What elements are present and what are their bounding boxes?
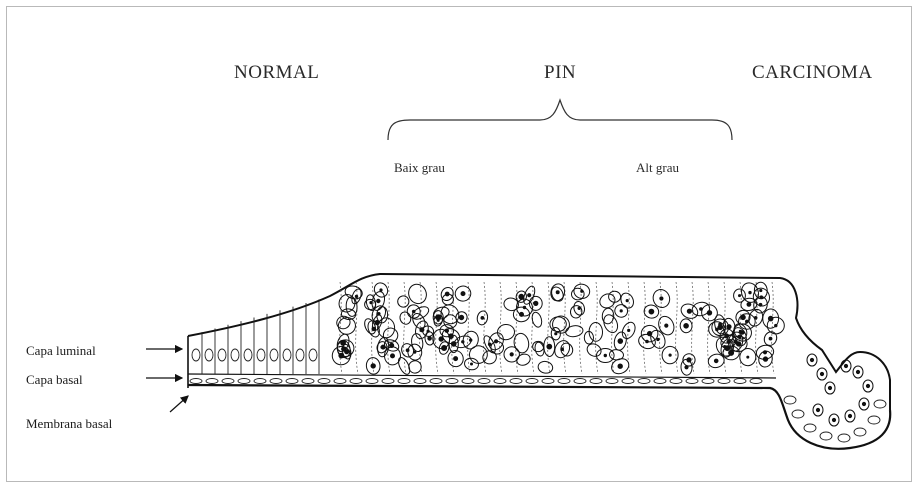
basal-cells <box>190 379 886 443</box>
basement-membrane <box>188 385 890 449</box>
arrow-membrane <box>170 396 188 412</box>
normal-columnar-cells <box>192 299 319 374</box>
pin-brace <box>388 100 732 140</box>
